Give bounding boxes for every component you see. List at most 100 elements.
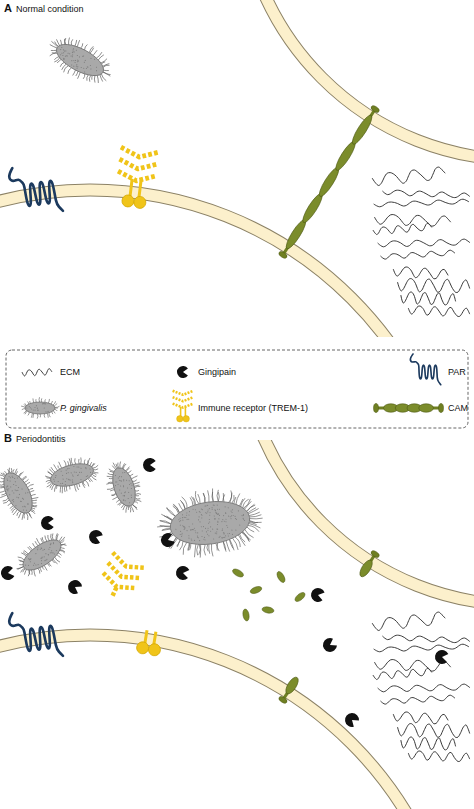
fimbria — [217, 492, 220, 501]
bacterium-texture — [120, 485, 121, 486]
fimbria — [76, 484, 78, 490]
bacterium-texture — [22, 498, 23, 499]
bacterium-texture — [123, 480, 124, 481]
bacterium-texture — [7, 480, 8, 481]
bacterium-texture — [208, 535, 209, 536]
bacterium-texture — [215, 518, 216, 519]
fimbria — [235, 536, 241, 547]
bacterium-texture — [227, 527, 228, 528]
bacterium-texture — [216, 533, 217, 534]
bacterium-texture — [90, 472, 91, 473]
cam-fragment — [293, 591, 306, 603]
bacterium-texture — [61, 52, 62, 53]
bacterium-texture — [41, 548, 43, 550]
fimbria — [109, 477, 113, 479]
bacterium-texture — [217, 509, 218, 510]
fimbria — [98, 75, 105, 82]
fimbria — [135, 495, 139, 497]
bacterium-texture — [27, 503, 28, 504]
bacterium-texture — [188, 537, 189, 538]
fimbria — [104, 68, 109, 72]
fimbria — [44, 414, 46, 418]
fimbria — [49, 484, 54, 488]
bacterium-texture — [214, 509, 215, 510]
ecm-fiber — [392, 709, 448, 727]
bacterium-texture — [198, 516, 199, 517]
bacterium-texture — [232, 534, 233, 535]
bacterium-texture — [123, 485, 124, 486]
bacterium-texture — [193, 529, 194, 530]
bacterium-texture — [79, 56, 80, 57]
fimbria — [103, 63, 109, 70]
ecm-swatch — [22, 369, 52, 376]
bacterium-texture — [229, 533, 230, 534]
bacterium-symbol — [0, 461, 47, 527]
bacterium-texture — [73, 60, 74, 61]
bacterium-texture — [60, 483, 61, 484]
bacterium-texture — [74, 471, 75, 472]
bacterium-texture — [78, 474, 79, 475]
bacterium-texture — [129, 502, 130, 503]
ecm-fiber — [408, 748, 471, 765]
bacterium-texture — [181, 534, 182, 535]
bacterium-texture — [76, 50, 77, 51]
bacterium-texture — [25, 492, 26, 493]
bacterium-texture — [86, 476, 87, 477]
fimbria — [76, 71, 79, 76]
bacterium-texture — [225, 506, 226, 507]
bacterium-texture — [65, 484, 66, 485]
fimbria — [135, 493, 141, 496]
bacterium-texture — [178, 519, 179, 520]
fimbria — [86, 458, 91, 465]
gingipain-swatch — [177, 366, 188, 378]
bacterium-texture — [202, 509, 203, 510]
bacterium-texture — [243, 515, 244, 516]
bacterium-texture — [80, 67, 81, 68]
bacterium-texture — [76, 472, 77, 473]
fimbria — [250, 519, 262, 524]
fimbria — [66, 486, 68, 491]
trem1-domain — [173, 404, 194, 408]
bacterium-texture — [48, 548, 50, 550]
bacterium-texture — [201, 514, 202, 515]
cam-domain — [349, 113, 374, 146]
bacterium-texture — [228, 515, 229, 516]
bacterium-texture — [190, 529, 191, 530]
bacterium-texture — [13, 492, 14, 493]
ecm-fiber — [408, 303, 471, 320]
fimbria — [249, 512, 260, 515]
fimbria — [106, 482, 113, 485]
bacterium-texture — [197, 532, 198, 533]
trem1-stalk — [139, 180, 141, 198]
fimbria — [32, 543, 35, 547]
bacterium-texture — [217, 522, 218, 523]
bacterium-texture — [124, 495, 125, 496]
bacterium-body — [25, 402, 55, 414]
ecm-fiber — [372, 612, 446, 631]
bacterium-texture — [63, 49, 64, 50]
fimbria — [59, 537, 66, 542]
cam-anchor — [370, 105, 380, 114]
bacterium-texture — [48, 554, 50, 556]
bacterium-texture — [198, 519, 199, 520]
legend-box — [6, 350, 468, 428]
fimbria — [82, 482, 85, 489]
fimbria — [32, 503, 37, 507]
legend-label: PAR — [448, 367, 466, 377]
fimbria — [30, 490, 34, 493]
bacterium-texture — [221, 521, 222, 522]
bacterium-texture — [210, 526, 211, 527]
fimbria — [91, 475, 96, 481]
bacterium-texture — [207, 534, 208, 535]
fimbria — [217, 543, 220, 551]
fimbria — [24, 550, 28, 555]
fimbria — [195, 491, 199, 504]
bacterium-texture — [189, 511, 190, 512]
bacterium-texture — [24, 505, 25, 506]
fimbria — [21, 406, 25, 407]
fimbria — [197, 544, 201, 554]
bacterium-texture — [79, 472, 80, 473]
fimbria — [64, 486, 67, 492]
bacterium-texture — [243, 518, 244, 519]
bacterium-texture — [192, 509, 193, 510]
